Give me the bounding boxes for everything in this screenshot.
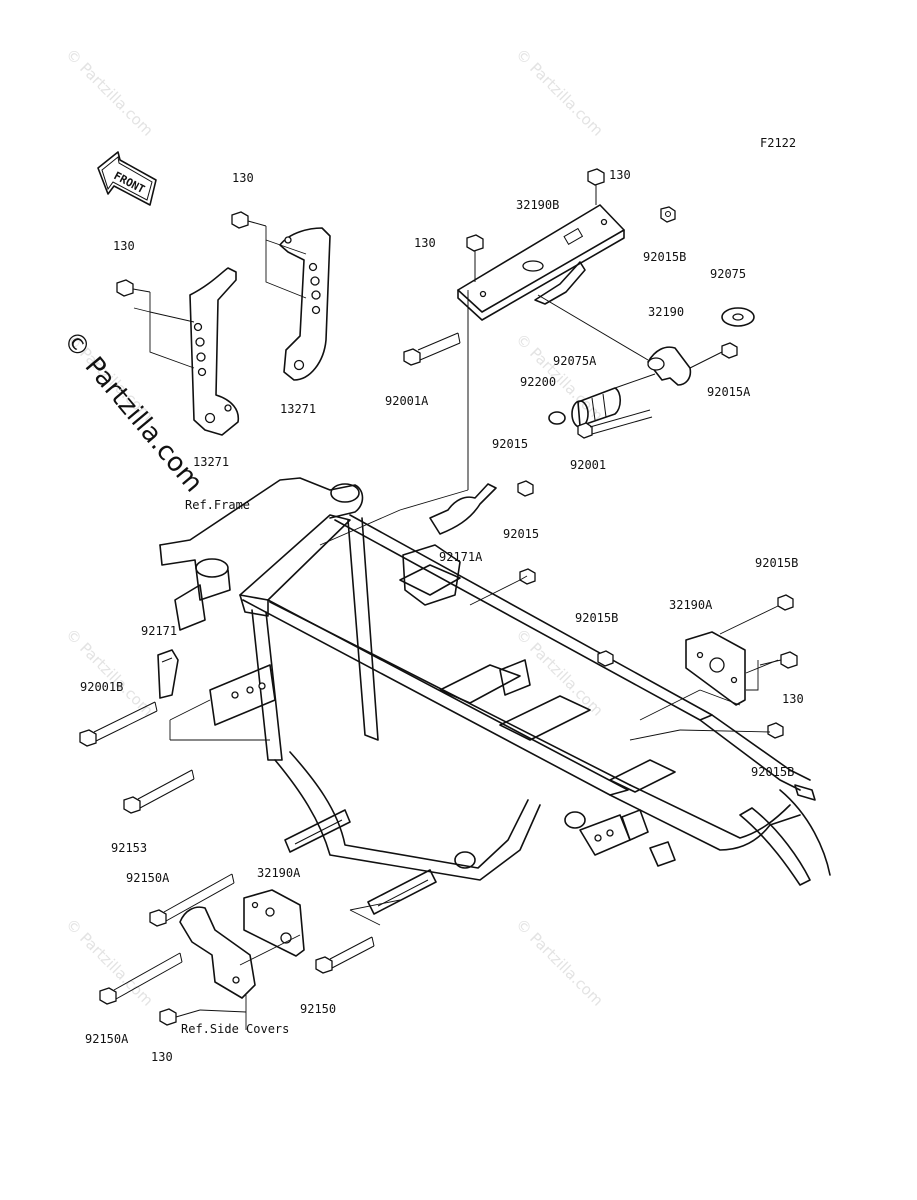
front-label: FRONT bbox=[112, 169, 148, 196]
bolt-92153 bbox=[123, 769, 195, 814]
callout-92150: 92150 bbox=[300, 1002, 336, 1016]
callout-130: 130 bbox=[609, 168, 631, 182]
bolt-92150A-upper bbox=[149, 873, 235, 927]
washer-92075 bbox=[721, 307, 755, 327]
callout-92015B: 92015B bbox=[643, 250, 686, 264]
bolt-92150A-lower bbox=[99, 952, 183, 1005]
watermark: © Partzilla.com bbox=[512, 625, 607, 720]
watermark: © Partzilla.com bbox=[62, 625, 157, 720]
nut-92015B-lower bbox=[767, 722, 784, 739]
callout-13271: 13271 bbox=[193, 455, 229, 469]
callout-92015B: 92015B bbox=[755, 556, 798, 570]
bolt-130-lower bbox=[159, 1008, 201, 1026]
bracket-32190A-right bbox=[685, 605, 779, 706]
bolt-92001B bbox=[79, 701, 158, 747]
bracket-32190B bbox=[457, 204, 625, 321]
callout-32190B: 32190B bbox=[516, 198, 559, 212]
callout-130: 130 bbox=[414, 236, 436, 250]
nut-92015B-mid bbox=[597, 650, 614, 667]
washer-92200 bbox=[548, 411, 566, 425]
bolt-130-upper bbox=[231, 211, 307, 299]
callout-92001B: 92001B bbox=[80, 680, 123, 694]
callout-92153: 92153 bbox=[111, 841, 147, 855]
bolt-130-right bbox=[759, 651, 798, 669]
callout-130: 130 bbox=[232, 171, 254, 185]
bracket-13271-left bbox=[189, 267, 240, 436]
bolt-92001 bbox=[577, 409, 653, 439]
callout-130: 130 bbox=[151, 1050, 173, 1064]
callout-92001A: 92001A bbox=[385, 394, 429, 408]
frame bbox=[159, 477, 831, 915]
bracket-32190A-lower bbox=[243, 889, 305, 957]
bracket-13271-right bbox=[279, 227, 331, 381]
nut-92015B-right-upper bbox=[777, 594, 794, 611]
diagram-code: F2122 bbox=[760, 136, 796, 150]
ref-side-covers-label: Ref.Side Covers bbox=[181, 1022, 289, 1036]
spacer-lower bbox=[179, 906, 256, 1030]
callout-32190: 32190 bbox=[648, 305, 684, 319]
callout-92171: 92171 bbox=[141, 624, 177, 638]
callout-32190A: 32190A bbox=[257, 866, 301, 880]
watermark-large: © Partzilla.com bbox=[57, 325, 209, 498]
callout-92015B: 92015B bbox=[575, 611, 618, 625]
bolt-130-left bbox=[116, 279, 195, 369]
nut-92015-a bbox=[517, 480, 534, 497]
watermark: © Partzilla.com bbox=[62, 45, 157, 140]
callout-92015: 92015 bbox=[503, 527, 539, 541]
front-arrow: FRONT bbox=[97, 151, 157, 206]
clip-92171 bbox=[157, 649, 179, 699]
watermark: © Partzilla.com bbox=[512, 915, 607, 1010]
callout-32190A: 32190A bbox=[669, 598, 713, 612]
callout-130: 130 bbox=[113, 239, 135, 253]
callout-92150A: 92150A bbox=[126, 871, 170, 885]
callout-92150A: 92150A bbox=[85, 1032, 129, 1046]
callout-92200: 92200 bbox=[520, 375, 556, 389]
callout-labels: 130 130 130 130 130 130 130 13271 13271 … bbox=[80, 168, 804, 1064]
callout-13271: 13271 bbox=[280, 402, 316, 416]
callout-92015B: 92015B bbox=[751, 765, 794, 779]
callout-92075A: 92075A bbox=[553, 354, 597, 368]
bolt-92150 bbox=[315, 936, 375, 974]
nut-92015A bbox=[721, 342, 738, 359]
callout-92171A: 92171A bbox=[439, 550, 483, 564]
bolt-130-top bbox=[587, 168, 605, 205]
callout-92075: 92075 bbox=[710, 267, 746, 281]
ref-frame-label: Ref.Frame bbox=[185, 498, 250, 512]
mount-32190 bbox=[537, 294, 727, 386]
clip-92171A bbox=[429, 292, 497, 535]
nut-92015B-top bbox=[660, 206, 676, 223]
bolt-130-32190B-left bbox=[466, 234, 484, 282]
bushing-92075A bbox=[571, 373, 656, 428]
bolt-92001A bbox=[403, 332, 461, 366]
leader-lines bbox=[133, 290, 771, 1013]
nut-92015-b bbox=[519, 568, 536, 585]
callout-130: 130 bbox=[782, 692, 804, 706]
callout-92015A: 92015A bbox=[707, 385, 751, 399]
callout-92001: 92001 bbox=[570, 458, 606, 472]
callout-92015: 92015 bbox=[492, 437, 528, 451]
watermark: © Partzilla.com bbox=[512, 45, 607, 140]
